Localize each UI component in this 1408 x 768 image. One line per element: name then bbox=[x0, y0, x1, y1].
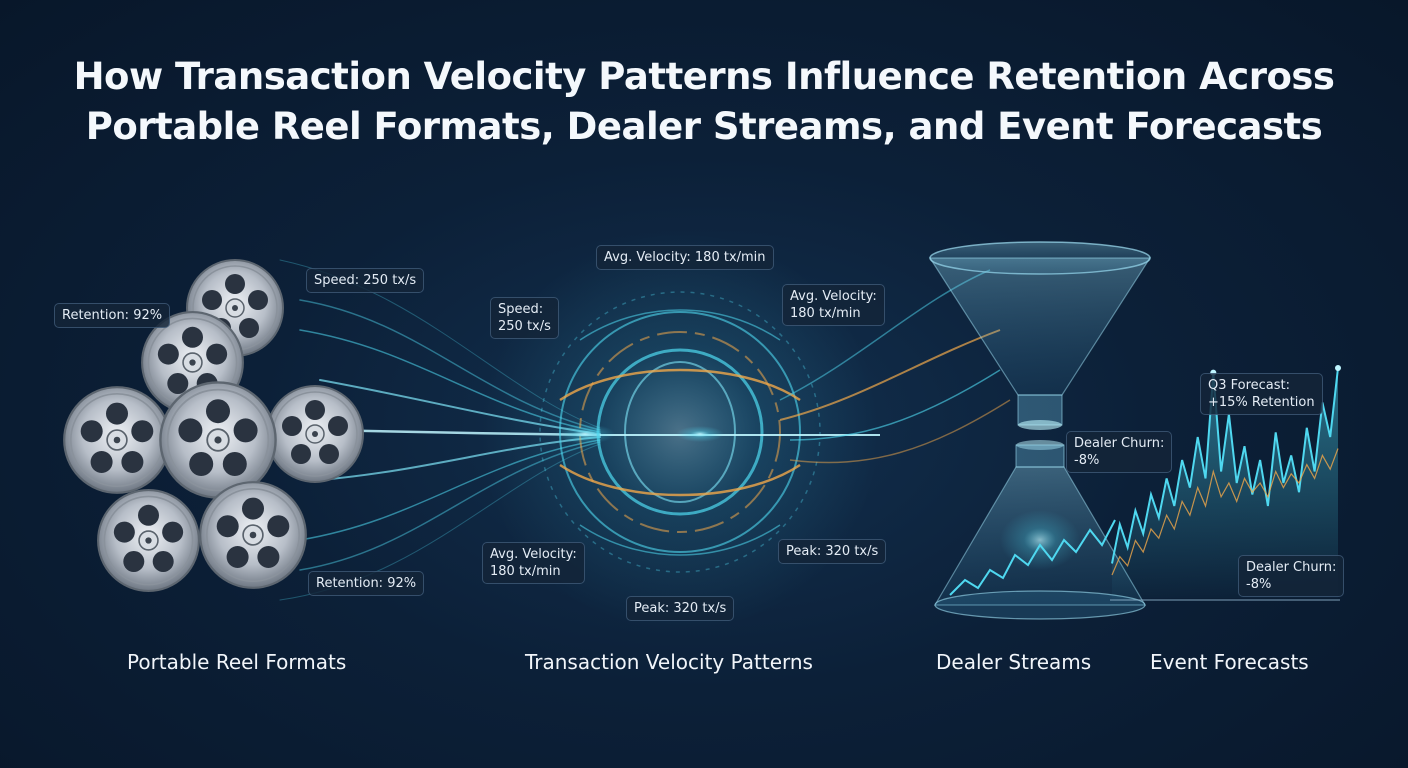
section-label-dealer: Dealer Streams bbox=[936, 650, 1092, 674]
series-line-secondary bbox=[1111, 448, 1339, 576]
q3-forecast-line-1: Q3 Forecast: bbox=[1208, 378, 1291, 393]
film-reel-icon bbox=[97, 489, 200, 592]
section-label-reels: Portable Reel Formats bbox=[127, 650, 347, 674]
film-reel-icon bbox=[63, 386, 171, 494]
ring-peak-right-tag: Peak: 320 tx/s bbox=[778, 539, 887, 564]
section-label-forecast: Event Forecasts bbox=[1150, 650, 1309, 674]
ring-avg-velocity-top-tag: Avg. Velocity: 180 tx/min bbox=[596, 245, 774, 270]
forecast-chart bbox=[1110, 365, 1341, 601]
ring-avg-left-line-1: Avg. Velocity: bbox=[490, 547, 577, 562]
ring-speed-line-1: Speed: bbox=[498, 302, 544, 317]
page-title: How Transaction Velocity Patterns Influe… bbox=[0, 52, 1408, 152]
dealer-churn-line-2: -8% bbox=[1074, 453, 1100, 468]
ring-avg-velocity-right-tag: Avg. Velocity: 180 tx/min bbox=[782, 284, 885, 326]
series-peak-point-1 bbox=[1335, 365, 1341, 371]
ring-avg-velocity-left-tag: Avg. Velocity: 180 tx/min bbox=[482, 542, 585, 584]
title-line-2: Portable Reel Formats, Dealer Streams, a… bbox=[85, 105, 1323, 148]
dealer-churn-tag: Dealer Churn: -8% bbox=[1066, 431, 1173, 473]
reel-retention-bottom-tag: Retention: 92% bbox=[308, 571, 425, 596]
chart-dealer-churn-tag: Dealer Churn: -8% bbox=[1238, 555, 1345, 597]
film-reel-icon bbox=[199, 481, 307, 589]
chart-churn-line-2: -8% bbox=[1246, 577, 1272, 592]
chart-churn-line-1: Dealer Churn: bbox=[1246, 560, 1337, 575]
section-label-velocity: Transaction Velocity Patterns bbox=[525, 650, 813, 674]
velocity-ring bbox=[480, 232, 880, 632]
film-reel-icon bbox=[266, 385, 364, 483]
dealer-funnel bbox=[928, 241, 1152, 620]
ring-avg-left-line-2: 180 tx/min bbox=[490, 564, 561, 579]
ring-peak-bottom-tag: Peak: 320 tx/s bbox=[626, 596, 735, 621]
title-line-1: How Transaction Velocity Patterns Influe… bbox=[73, 55, 1335, 98]
q3-forecast-line-2: +15% Retention bbox=[1208, 395, 1315, 410]
ring-avg-right-line-1: Avg. Velocity: bbox=[790, 289, 877, 304]
film-reel-icon bbox=[159, 381, 277, 499]
ring-speed-tag: Speed: 250 tx/s bbox=[490, 297, 559, 339]
ring-avg-right-line-2: 180 tx/min bbox=[790, 306, 861, 321]
ring-speed-line-2: 250 tx/s bbox=[498, 319, 551, 334]
series-area bbox=[1112, 368, 1338, 598]
q3-forecast-tag: Q3 Forecast: +15% Retention bbox=[1200, 373, 1323, 415]
reel-speed-tag: Speed: 250 tx/s bbox=[306, 268, 425, 293]
reel-retention-top-tag: Retention: 92% bbox=[54, 303, 171, 328]
dealer-churn-line-1: Dealer Churn: bbox=[1074, 436, 1165, 451]
